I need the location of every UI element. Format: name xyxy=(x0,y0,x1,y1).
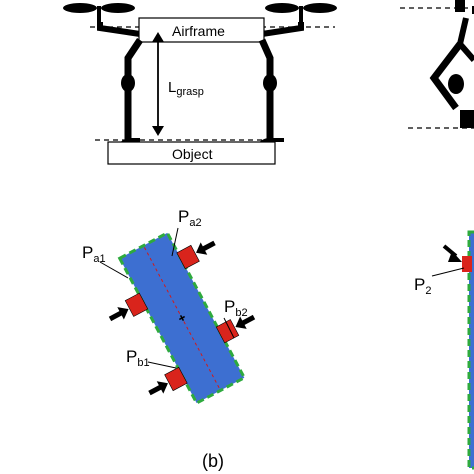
leader-pa1 xyxy=(99,261,129,279)
arm-left xyxy=(97,22,141,37)
label-pa1: Pa1 xyxy=(82,243,106,265)
label-pb1: Pb1 xyxy=(126,347,150,369)
grasp-points-diagram-partial: P2 xyxy=(414,230,474,470)
pad-a2 xyxy=(176,244,200,270)
pad-partial xyxy=(462,256,472,272)
grasp-length-arrow xyxy=(152,32,164,136)
drone-side-view-partial xyxy=(400,0,474,129)
joint-left xyxy=(121,74,135,92)
force-arrow-a1 xyxy=(108,307,129,322)
label-pb2: Pb2 xyxy=(224,297,248,319)
object-bar-partial xyxy=(467,230,474,470)
propeller-right xyxy=(265,3,337,24)
force-arrow-b2 xyxy=(235,314,256,329)
airframe-label: Airframe xyxy=(172,23,225,39)
label-p2: P2 xyxy=(414,275,431,297)
object-box xyxy=(107,141,276,165)
arm-right xyxy=(261,22,304,37)
propeller-left xyxy=(63,3,135,24)
leg-left xyxy=(124,38,143,140)
grasp-length-label: Lgrasp xyxy=(168,79,204,98)
label-pa2: Pa2 xyxy=(178,207,202,229)
joint-right xyxy=(263,74,277,92)
leader-p2 xyxy=(431,267,465,277)
force-arrow-partial xyxy=(442,244,462,262)
center-marker xyxy=(178,314,186,322)
pad-a1 xyxy=(124,292,149,317)
object-label: Object xyxy=(172,146,213,162)
grasp-points-diagram: Pa1 Pa2 Pb1 Pb2 xyxy=(82,207,256,406)
leader-pa2 xyxy=(171,227,179,257)
leader-pb1 xyxy=(147,361,177,369)
force-arrow-b1 xyxy=(148,381,168,396)
force-arrow-a2 xyxy=(196,240,216,255)
drone-side-view: Airframe Lgrasp Object xyxy=(63,3,337,165)
figure-caption: (b) xyxy=(202,451,224,471)
leader-pb2 xyxy=(223,317,235,339)
leg-right xyxy=(258,38,274,140)
pad-b1 xyxy=(164,366,188,392)
